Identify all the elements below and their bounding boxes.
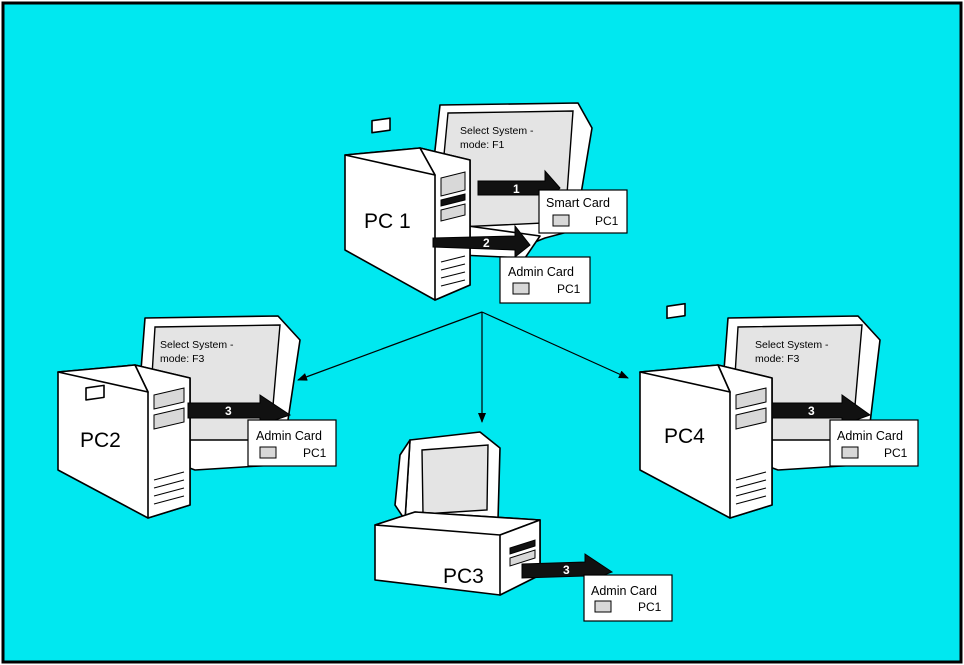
pc1-group: Select System - mode: F1 PC 1 1 Smart Ca… bbox=[344, 102, 628, 304]
pc2-group: Select System - mode: F3 PC2 3 Admin Car… bbox=[57, 315, 337, 519]
pc2-admin-card-title: Admin Card bbox=[256, 429, 322, 443]
pc1-smart-card-id: PC1 bbox=[595, 214, 619, 228]
pc4-screen-text-line1: Select System - bbox=[755, 339, 829, 351]
pc4-admin-card: Admin Card PC1 bbox=[829, 419, 919, 467]
pc3-group: PC3 3 Admin Card PC1 bbox=[374, 431, 673, 622]
pc1-admin-card-id: PC1 bbox=[557, 282, 581, 296]
pc4-tower: PC4 bbox=[639, 302, 773, 519]
pc3-admin-card-id: PC1 bbox=[638, 600, 662, 614]
pc2-admin-card: Admin Card PC1 bbox=[247, 419, 337, 467]
pc1-label: PC 1 bbox=[364, 210, 411, 233]
pc1-admin-card-title: Admin Card bbox=[508, 265, 574, 279]
pc4-screen-text-line2: mode: F3 bbox=[755, 353, 800, 365]
pc1-tower: PC 1 bbox=[344, 117, 471, 301]
pc4-handle bbox=[666, 302, 686, 320]
pc1-smart-card: Smart Card PC1 bbox=[538, 189, 628, 234]
distribution-arrows bbox=[297, 311, 629, 423]
pc3-desktop: PC3 bbox=[374, 511, 541, 596]
pc3-arrow-number: 3 bbox=[563, 563, 570, 577]
pc2-screen-text-line2: mode: F3 bbox=[160, 353, 205, 365]
pc1-arrow1-number: 1 bbox=[513, 182, 520, 196]
pc4-admin-card-title: Admin Card bbox=[837, 429, 903, 443]
pc2-admin-card-chip bbox=[259, 446, 277, 459]
pc2-tower: PC2 bbox=[57, 364, 191, 519]
pc4-arrow-number: 3 bbox=[808, 404, 815, 418]
pc3-label: PC3 bbox=[443, 565, 484, 588]
pc2-screen-text-line1: Select System - bbox=[160, 339, 234, 351]
pc2-admin-card-id: PC1 bbox=[303, 446, 327, 460]
pc3-admin-card: Admin Card PC1 bbox=[583, 574, 673, 622]
pc2-label: PC2 bbox=[80, 429, 121, 452]
pc4-admin-card-chip bbox=[841, 446, 859, 459]
pc1-screen-text-line1: Select System - bbox=[460, 125, 534, 137]
pc1-admin-card: Admin Card PC1 bbox=[499, 256, 591, 304]
pc3-screen bbox=[421, 444, 489, 515]
pc2-arrow-number: 3 bbox=[225, 404, 232, 418]
pc1-arrow2-number: 2 bbox=[483, 236, 490, 250]
pc2-handle bbox=[85, 384, 105, 401]
pc3-admin-card-title: Admin Card bbox=[591, 584, 657, 598]
arrow-to-pc2 bbox=[297, 311, 483, 381]
pc4-group: Select System - mode: F3 PC4 3 Admin Car… bbox=[639, 302, 919, 519]
pc1-admin-card-chip bbox=[512, 282, 530, 295]
pc4-label: PC4 bbox=[664, 425, 705, 448]
pc1-smart-card-chip bbox=[552, 214, 570, 227]
pc1-card-arrow-2: 2 bbox=[432, 224, 531, 259]
pc3-admin-card-chip bbox=[594, 600, 612, 613]
arrow-to-pc4 bbox=[481, 311, 629, 379]
pc1-handle bbox=[371, 117, 391, 134]
pc4-admin-card-id: PC1 bbox=[884, 446, 908, 460]
pc1-screen-text-line2: mode: F1 bbox=[460, 139, 505, 151]
pc1-smart-card-title: Smart Card bbox=[546, 196, 610, 210]
